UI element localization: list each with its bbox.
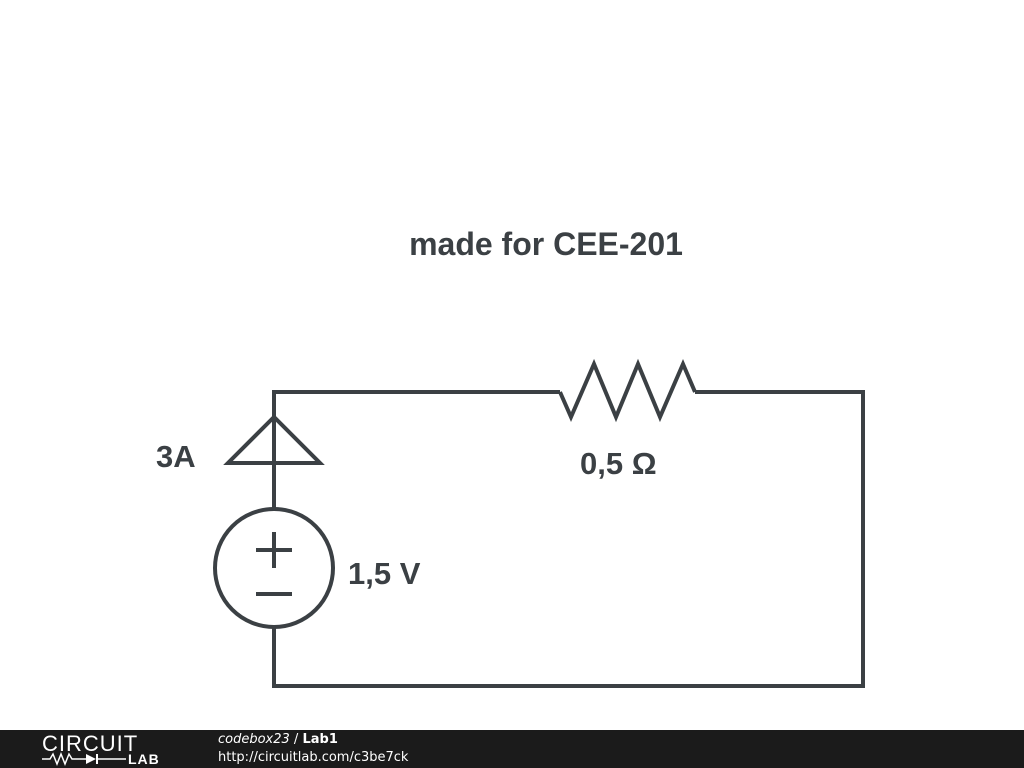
circuitlab-logo[interactable]: CIRCUIT LAB	[42, 730, 182, 768]
wire-top-right	[272, 390, 865, 688]
diagram-title: made for CEE-201	[409, 226, 683, 262]
logo-word-lab: LAB	[128, 751, 160, 767]
credit-separator: /	[289, 732, 303, 747]
logo-circuit-icon	[42, 752, 126, 766]
resistor-label: 0,5 Ω	[580, 446, 657, 481]
footer-credit-line: codebox23 / Lab1	[218, 731, 408, 749]
project-link[interactable]: Lab1	[302, 732, 338, 747]
footer-url[interactable]: http://circuitlab.com/c3be7ck	[218, 750, 409, 765]
voltage-source-label: 1,5 V	[348, 556, 421, 591]
circuit-schematic: made for CEE-201 3A 0,5 Ω 1,5 V	[156, 226, 865, 688]
voltage-source-symbol	[213, 507, 335, 629]
logo-word-circuit: CIRCUIT	[42, 731, 139, 756]
current-source-symbol	[223, 414, 325, 465]
current-source-label: 3A	[156, 439, 196, 474]
wire-network	[272, 390, 865, 688]
resistor-symbol	[558, 358, 697, 423]
footer-bar: CIRCUIT LAB codebox23 / Lab1 http://circ…	[0, 730, 1024, 768]
footer-info: codebox23 / Lab1 http://circuitlab.com/c…	[218, 731, 408, 767]
author-link[interactable]: codebox23	[218, 732, 290, 747]
wire-top-left	[272, 390, 560, 417]
